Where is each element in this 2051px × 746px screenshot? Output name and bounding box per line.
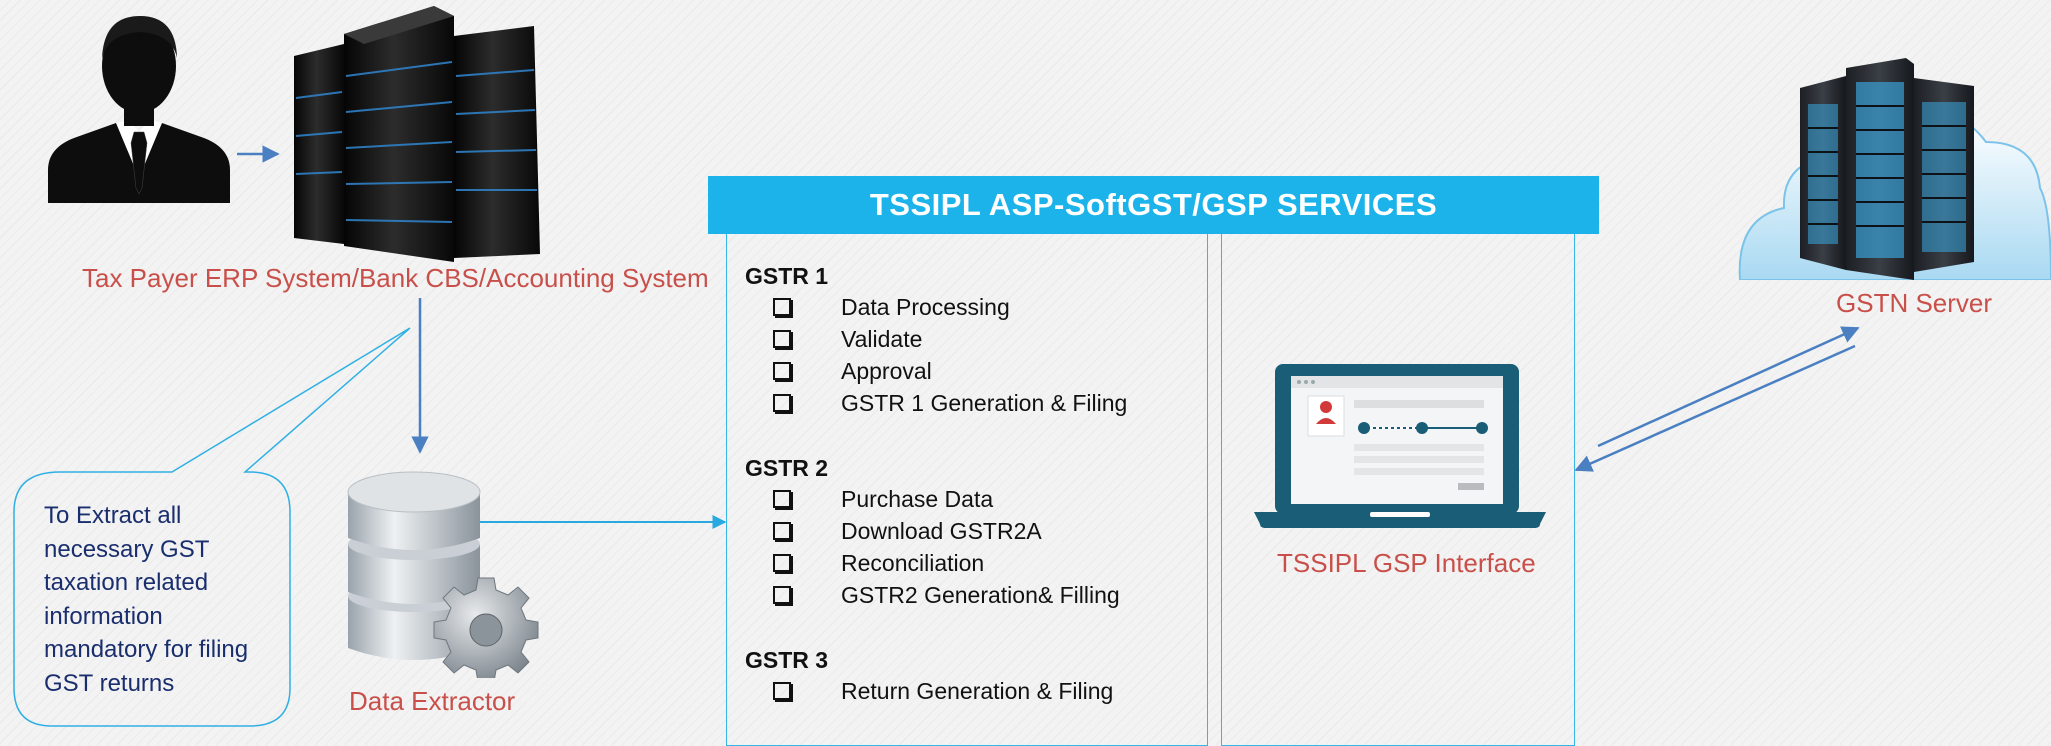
arrow-gstn-to-interface bbox=[1574, 344, 1856, 472]
gstr2-title: GSTR 2 bbox=[745, 455, 829, 481]
gstr2-item: GSTR2 Generation& Filling bbox=[745, 579, 1120, 611]
checkbox-icon bbox=[773, 490, 791, 508]
gstn-server-label: GSTN Server bbox=[1836, 288, 1993, 318]
checkbox-icon bbox=[773, 298, 791, 316]
person-silhouette-icon bbox=[48, 16, 230, 203]
erp-label: Tax Payer ERP System/Bank CBS/Accounting… bbox=[82, 263, 709, 293]
callout-text: To Extract all necessary GST taxation re… bbox=[44, 502, 249, 697]
checkbox-icon bbox=[773, 330, 791, 348]
checkbox-icon bbox=[773, 522, 791, 540]
gsp-interface-label: TSSIPL GSP Interface bbox=[1277, 548, 1536, 578]
checkbox-icon bbox=[773, 554, 791, 572]
gstr1-item: Data Processing bbox=[745, 291, 1010, 323]
gstr2-section: GSTR 2 Purchase Data Download GSTR2A Rec… bbox=[745, 453, 1120, 611]
gstr1-item: Approval bbox=[745, 355, 932, 387]
gstr1-section: GSTR 1 Data Processing Validate Approval… bbox=[745, 261, 1127, 419]
gstr1-item: Validate bbox=[745, 323, 922, 355]
checkbox-icon bbox=[773, 394, 791, 412]
database-gear-icon bbox=[347, 471, 539, 678]
cloud-server-icon bbox=[1738, 58, 2051, 280]
checkbox-icon bbox=[773, 362, 791, 380]
gstr3-title: GSTR 3 bbox=[745, 647, 829, 673]
gstr2-item: Purchase Data bbox=[745, 483, 993, 515]
checkbox-icon bbox=[773, 586, 791, 604]
callout-bubble bbox=[13, 327, 411, 727]
services-banner: TSSIPL ASP-SoftGST/GSP SERVICES bbox=[708, 176, 1599, 234]
extractor-label: Data Extractor bbox=[349, 686, 516, 716]
gstr2-item: Download GSTR2A bbox=[745, 515, 1042, 547]
gstr1-title: GSTR 1 bbox=[745, 263, 829, 289]
gstr1-item: GSTR 1 Generation & Filing bbox=[745, 387, 1127, 419]
arrow-interface-to-gstn bbox=[1597, 326, 1860, 448]
server-tower-icon bbox=[294, 6, 540, 262]
gstr2-item: Reconciliation bbox=[745, 547, 984, 579]
laptop-icon bbox=[1254, 364, 1546, 528]
checkbox-icon bbox=[773, 682, 791, 700]
gstr3-section: GSTR 3 Return Generation & Filing bbox=[745, 645, 1113, 707]
gstr3-item: Return Generation & Filing bbox=[745, 675, 1113, 707]
